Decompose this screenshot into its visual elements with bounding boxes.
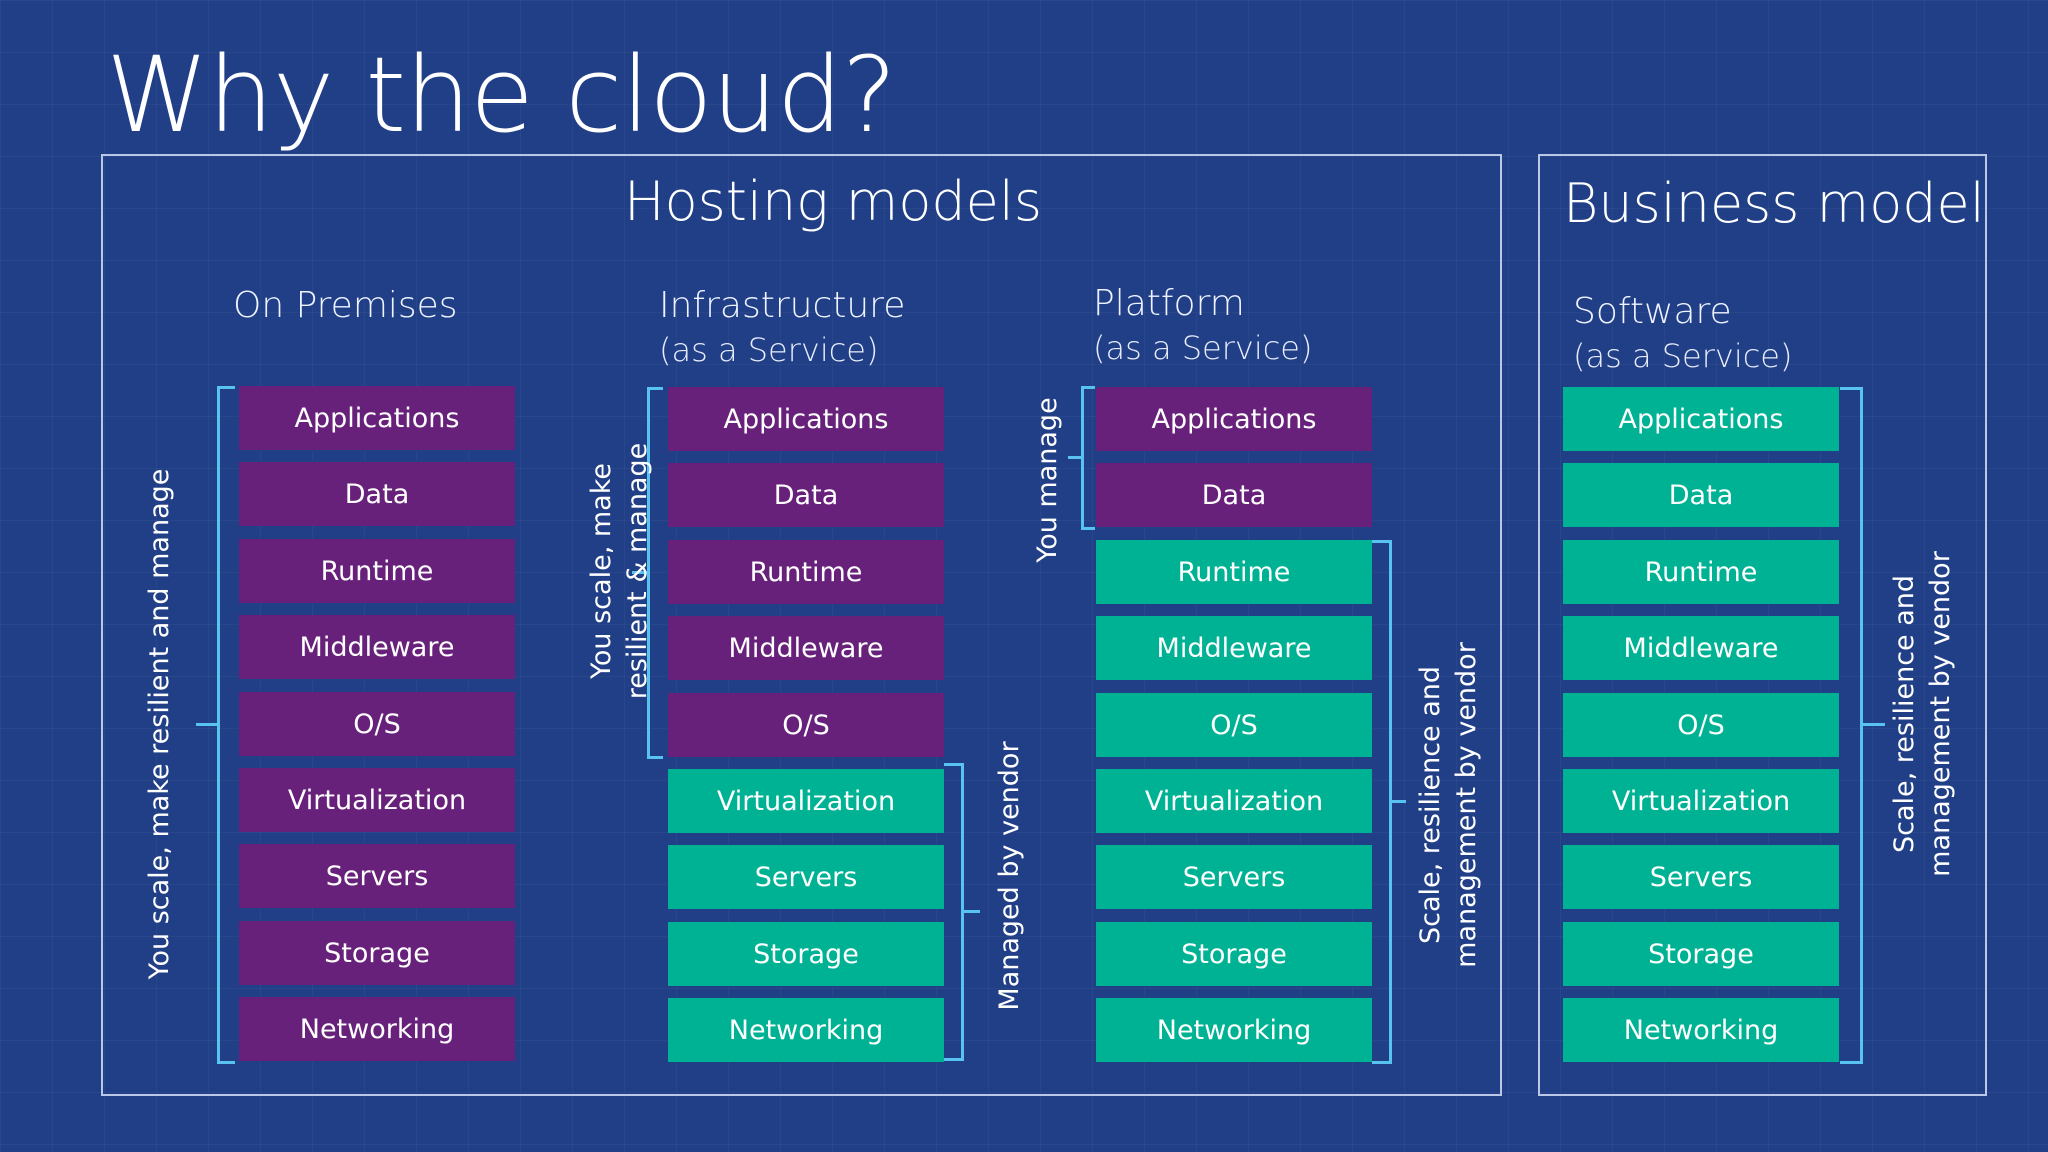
layer-data: Data	[668, 463, 944, 527]
layer-runtime: Runtime	[668, 540, 944, 604]
layer-virtualization: Virtualization	[1563, 769, 1839, 833]
iaas-you-bracket	[632, 387, 668, 759]
layer-storage: Storage	[1096, 922, 1372, 986]
layer-servers: Servers	[668, 845, 944, 909]
layer-virtualization: Virtualization	[1096, 769, 1372, 833]
layer-networking: Networking	[1563, 998, 1839, 1062]
layer-middleware: Middleware	[1563, 616, 1839, 680]
on-premises-you-bracket	[196, 386, 238, 1064]
business-model-panel	[1538, 154, 1987, 1096]
layer-runtime: Runtime	[239, 539, 515, 603]
layer-networking: Networking	[668, 998, 944, 1062]
layer-o-s: O/S	[668, 693, 944, 757]
layer-data: Data	[1563, 463, 1839, 527]
hosting-models-panel	[101, 154, 1502, 1096]
paas-vendor-label: Scale, resilience and management by vend…	[1415, 642, 1482, 968]
layer-o-s: O/S	[239, 692, 515, 756]
layer-data: Data	[239, 462, 515, 526]
paas-vendor-bracket	[1372, 540, 1408, 1064]
saas-subtitle: (as a Service)	[1573, 337, 1793, 375]
layer-middleware: Middleware	[668, 616, 944, 680]
layer-applications: Applications	[1096, 387, 1372, 451]
layer-applications: Applications	[1563, 387, 1839, 451]
hosting-models-title: Hosting models	[624, 170, 1043, 233]
paas-subtitle: (as a Service)	[1093, 329, 1313, 367]
paas-you-bracket	[1068, 386, 1096, 530]
on-premises-title: On Premises	[233, 285, 458, 326]
layer-middleware: Middleware	[1096, 616, 1372, 680]
paas-you-label: You manage	[1032, 397, 1063, 563]
layer-virtualization: Virtualization	[668, 769, 944, 833]
layer-networking: Networking	[1096, 998, 1372, 1062]
layer-applications: Applications	[239, 386, 515, 450]
page-title: Why the cloud?	[106, 34, 897, 156]
iaas-subtitle: (as a Service)	[659, 331, 879, 369]
on-premises-you-label: You scale, make resilient and manage	[144, 468, 175, 980]
layer-virtualization: Virtualization	[239, 768, 515, 832]
layer-runtime: Runtime	[1563, 540, 1839, 604]
iaas-vendor-label: Managed by vendor	[994, 741, 1025, 1011]
layer-networking: Networking	[239, 997, 515, 1061]
layer-storage: Storage	[668, 922, 944, 986]
iaas-you-label: You scale, make resilient & manage	[586, 442, 653, 700]
layer-storage: Storage	[239, 921, 515, 985]
business-model-title: Business model	[1563, 172, 1985, 235]
layer-servers: Servers	[1096, 845, 1372, 909]
layer-middleware: Middleware	[239, 615, 515, 679]
saas-vendor-label: Scale, resilience and management by vend…	[1889, 551, 1956, 877]
layer-runtime: Runtime	[1096, 540, 1372, 604]
iaas-vendor-bracket	[944, 763, 980, 1061]
layer-storage: Storage	[1563, 922, 1839, 986]
layer-o-s: O/S	[1563, 693, 1839, 757]
saas-vendor-bracket	[1840, 387, 1886, 1064]
layer-data: Data	[1096, 463, 1372, 527]
layer-servers: Servers	[239, 844, 515, 908]
iaas-title: Infrastructure	[659, 285, 906, 326]
paas-title: Platform	[1093, 283, 1245, 324]
layer-applications: Applications	[668, 387, 944, 451]
layer-servers: Servers	[1563, 845, 1839, 909]
layer-o-s: O/S	[1096, 693, 1372, 757]
saas-title: Software	[1573, 291, 1732, 332]
